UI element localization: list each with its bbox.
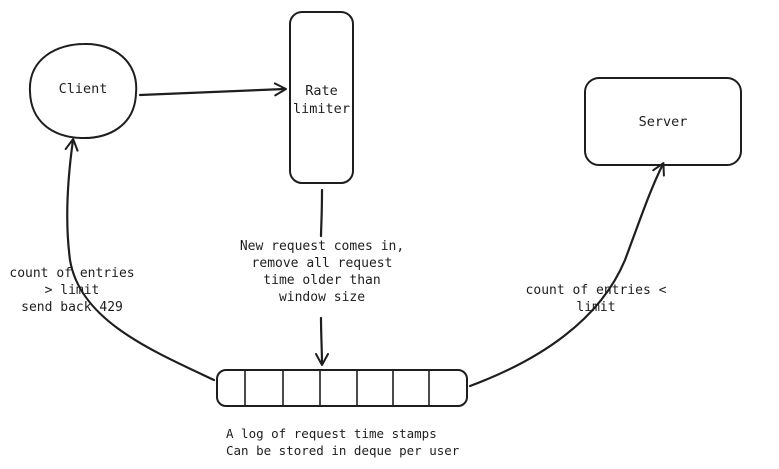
request-log-array <box>216 369 468 407</box>
edge-label-log-to-client: count of entries > limit send back 429 <box>9 266 135 315</box>
edge-label-limiter-to-log: New request comes in, remove all request… <box>239 239 405 305</box>
rate-limiter-node-shape <box>289 11 354 184</box>
edge-label-log-to-server: count of entries < limit <box>525 283 667 315</box>
arrow-client-to-limiter <box>138 82 287 97</box>
arrow-limiter-to-log <box>321 188 322 364</box>
log-caption: A log of request time stamps Can be stor… <box>226 426 460 458</box>
server-label: Server <box>638 114 688 130</box>
rate-limiter-label: Rate limiter <box>293 83 350 117</box>
arrow-log-to-server <box>468 162 665 388</box>
client-label: Client <box>58 81 108 97</box>
arrow-log-to-client <box>64 138 216 382</box>
client-node-shape <box>28 42 138 140</box>
